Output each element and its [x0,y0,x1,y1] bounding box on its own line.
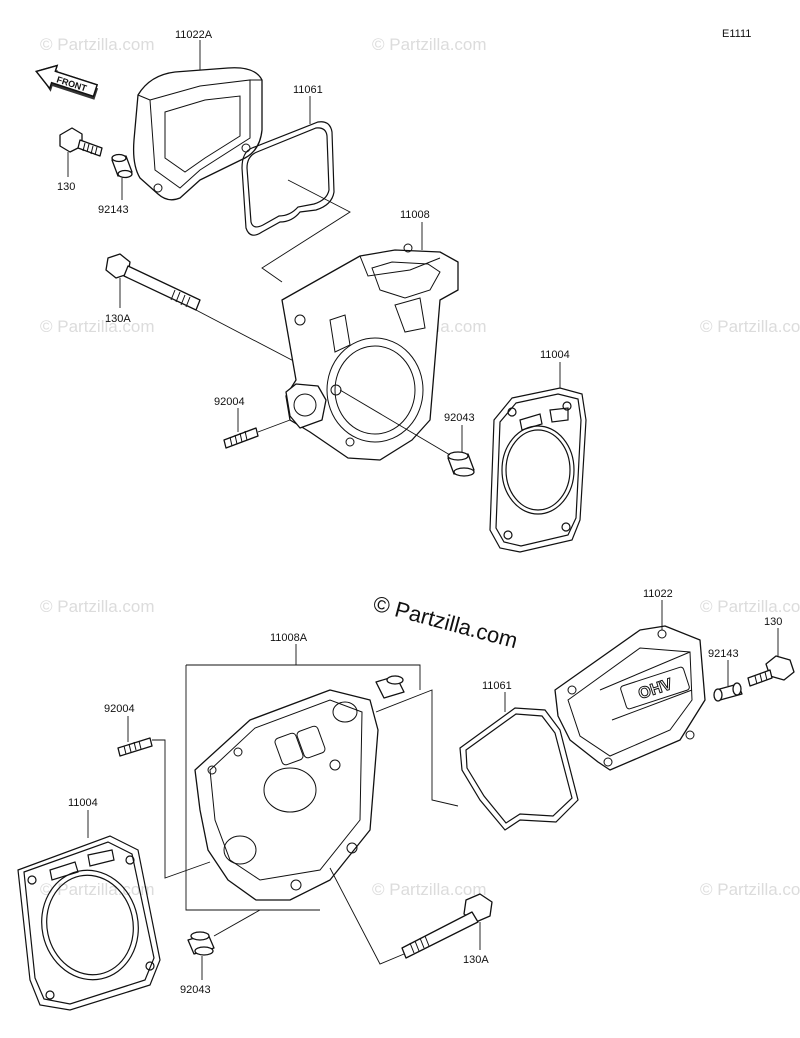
part-number-92004-top: 92004 [214,396,245,408]
bracket-line [186,664,421,690]
long-bolt-top [105,253,201,311]
watermark: © Partzilla.com [40,880,155,899]
bolt-bottom [747,655,795,687]
part-number-11022A: 11022A [175,29,213,41]
part-number-92043-bottom: 92043 [180,984,211,996]
leader-line [152,739,211,879]
part-number-92043-top: 92043 [444,412,475,424]
watermark: © Partzilla.com [700,880,800,899]
part-number-11004-bottom: 11004 [68,797,98,809]
watermark: © Partzilla.com [40,317,155,336]
dowel-top [111,153,133,179]
part-number-11008A: 11008A [270,632,308,644]
part-number-11022: 11022 [643,588,673,600]
head-gasket-top [489,387,587,553]
front-arrow-icon: FRONT [35,64,99,100]
part-number-130-top: 130 [57,181,75,193]
watermark: © Partzilla.com [372,35,487,54]
part-number-11004-top: 11004 [540,349,570,361]
partzilla-watermark: © Partzilla.com [371,591,521,654]
bracket-line [185,665,320,911]
watermark: © Partzilla.com [40,35,155,54]
cover-gasket-bottom [459,707,579,831]
part-number-130-bottom: 130 [764,616,782,628]
part-number-130A-bottom: 130A [463,954,489,966]
watermark: © Partzilla.com [700,597,800,616]
head-dowel-top [447,451,475,477]
head-dowel-bottom [187,931,215,956]
cover-gasket-top [241,121,335,236]
cylinder-head-top [281,243,459,461]
part-number-92143-top: 92143 [98,204,129,216]
watermark: © Partzilla.com [700,317,800,336]
part-number-130A-top: 130A [105,313,131,325]
alignment-line [261,179,351,283]
cylinder-head-bottom [194,689,379,901]
valve-cover-top [132,67,263,201]
part-number-92004-bottom: 92004 [104,703,135,715]
long-bolt-bottom [401,893,493,959]
leader-line [257,419,291,433]
leader-line [339,389,451,456]
alignment-line [375,689,459,807]
stud-bottom [117,737,153,757]
leader-line [213,909,261,937]
part-number-11008: 11008 [400,209,430,221]
diagram-code: E1111 [722,28,751,40]
watermark: © Partzilla.com [372,880,487,899]
head-dowel-upper [375,675,405,699]
part-number-11061: 11061 [293,84,323,96]
watermark: © Partzilla.com [40,597,155,616]
dowel-bottom [713,682,743,702]
part-number-11061-bottom: 11061 [482,680,512,692]
part-number-92143-bottom: 92143 [708,648,739,660]
leader-line [329,867,405,965]
valve-cover-bottom: OHV [554,625,706,771]
head-gasket-bottom [17,835,161,1011]
stud-top [223,427,259,449]
bolt-top [59,127,103,157]
